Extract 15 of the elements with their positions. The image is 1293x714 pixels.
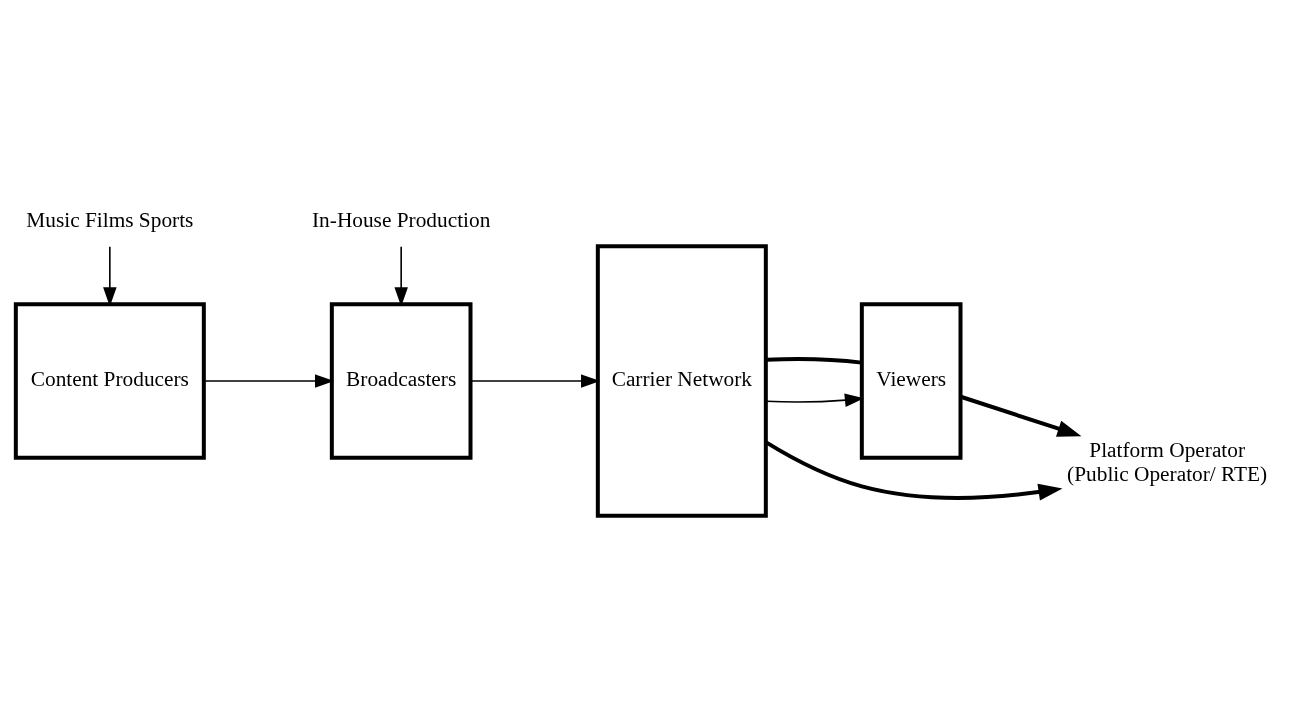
arrow — [765, 440, 1063, 501]
arrow — [960, 394, 1082, 437]
node-text: In-House Production — [312, 208, 491, 233]
node-box: Viewers — [859, 302, 963, 460]
node-text: Platform Operator (Public Operator/ RTE) — [1067, 437, 1268, 486]
connector — [766, 357, 862, 365]
arrow — [394, 245, 408, 307]
node-box: Content Producers — [13, 302, 206, 460]
node-box: Broadcasters — [329, 302, 473, 460]
arrow — [103, 245, 117, 307]
arrow — [203, 374, 335, 388]
node-text: Music Films Sports — [26, 208, 194, 233]
node-box: Carrier Network — [595, 244, 768, 518]
arrow — [469, 374, 601, 388]
arrow — [765, 393, 865, 407]
